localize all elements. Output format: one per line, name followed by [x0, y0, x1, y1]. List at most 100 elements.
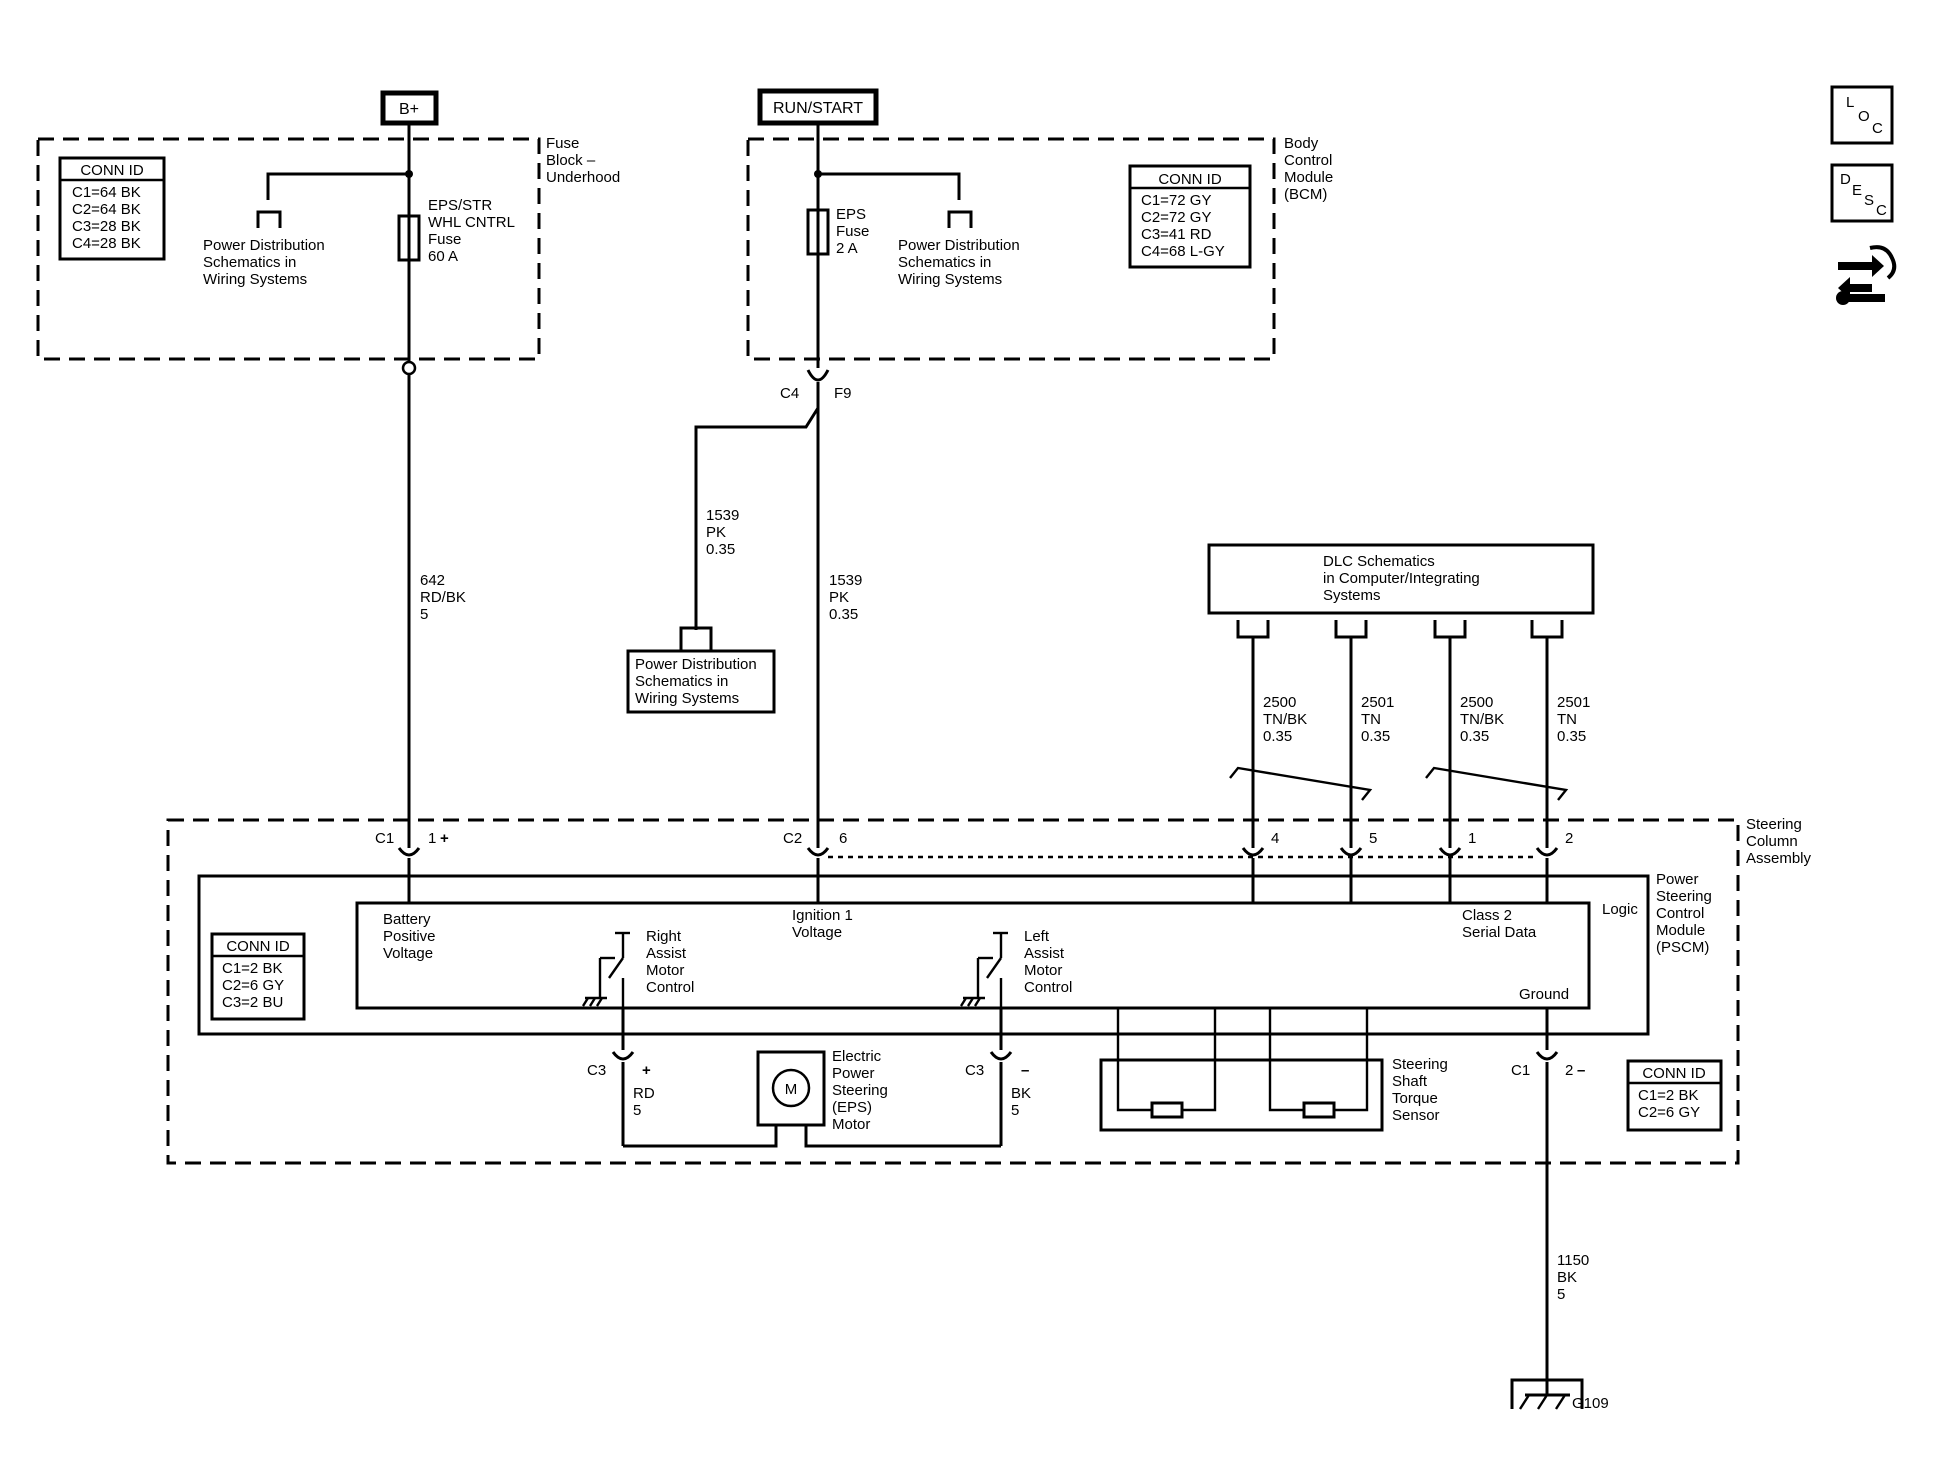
- ground-conn-id-table: CONN ID C1=2 BK C2=6 GY: [1626, 1059, 1723, 1132]
- conn-id-row: C4=28 BK: [72, 235, 141, 252]
- minus-sign-icon: –: [1021, 1062, 1029, 1079]
- motor-label-2: Power: [832, 1065, 875, 1082]
- fuse-60a-label-3: Fuse: [428, 231, 461, 248]
- torque-sensor-1: Steering: [1392, 1056, 1448, 1073]
- steering-column-title-2: Column: [1746, 833, 1798, 850]
- connector-f9-label: F9: [834, 385, 852, 402]
- fuse-block-ref-2: Schematics in: [203, 254, 296, 271]
- pscm-title-4: Module: [1656, 922, 1705, 939]
- conn-id-row: C3=28 BK: [72, 218, 141, 235]
- dlc-terminal-icon: [1334, 620, 1368, 639]
- conn-id-header: CONN ID: [80, 162, 144, 179]
- pscm-logic-label: Logic: [1602, 901, 1638, 918]
- pscm-title-1: Power: [1656, 871, 1699, 888]
- bcm-ref-3: Wiring Systems: [898, 271, 1002, 288]
- wire-1150-circuit: 1150: [1557, 1252, 1589, 1269]
- wire-1539-gauge: 0.35: [829, 606, 858, 623]
- conn-id-row: C2=6 GY: [1638, 1104, 1700, 1121]
- connector-c3-pos-label: C3: [587, 1062, 606, 1079]
- motor-pos-wire-gauge: 5: [633, 1102, 641, 1119]
- connector-pin-2: [1535, 847, 1559, 857]
- ref-connector-icon: [947, 210, 973, 228]
- battery-voltage-2: Positive: [383, 928, 436, 945]
- ignition-voltage-2: Voltage: [792, 924, 842, 941]
- conn-id-row: C1=2 BK: [1638, 1087, 1698, 1104]
- twisted-pair-marker: [1425, 766, 1569, 801]
- fuse-block-conn-id-table: CONN ID C1=64 BK C2=64 BK C3=28 BK C4=28…: [58, 156, 166, 261]
- pscm-ground-label: Ground: [1519, 986, 1569, 1003]
- fuse-60a-label-1: EPS/STR: [428, 197, 492, 214]
- branch-ref-2: Schematics in: [635, 673, 728, 690]
- fuse-60a-label-2: WHL CNTRL: [428, 214, 515, 231]
- wire-642-gauge: 5: [420, 606, 428, 623]
- torque-sensor-2: Shaft: [1392, 1073, 1428, 1090]
- right-assist-4: Control: [646, 979, 694, 996]
- wire-1539-branch-gauge: 0.35: [706, 541, 735, 558]
- pscm-boundary: [197, 874, 1650, 1036]
- bcm-title-4: (BCM): [1284, 186, 1327, 203]
- desc-button[interactable]: D E S C: [1830, 163, 1894, 223]
- branch-ref-1: Power Distribution: [635, 656, 757, 673]
- connector-c2: [806, 847, 830, 857]
- desc-letter: E: [1852, 182, 1862, 199]
- connector-c3-neg-label: C3: [965, 1062, 984, 1079]
- ignition-source-label: RUN/START: [773, 100, 863, 117]
- wire-2501-a-color: TN: [1361, 711, 1381, 728]
- motor-label-3: Steering: [832, 1082, 888, 1099]
- ignition-source: RUN/START: [757, 88, 879, 126]
- connector-c2-pin: 6: [839, 830, 847, 847]
- wire-2501-a-gauge: 0.35: [1361, 728, 1390, 745]
- fuse-2a-label-1: EPS: [836, 206, 866, 223]
- connector-c3-neg: [989, 1051, 1013, 1061]
- connector-repair-icon[interactable]: [1836, 245, 1897, 305]
- connector-pin-4-label: 4: [1271, 830, 1279, 847]
- torque-sensor-3: Torque: [1392, 1090, 1438, 1107]
- fuse-block-ref-1: Power Distribution: [203, 237, 325, 254]
- wire-2501-a-circuit: 2501: [1361, 694, 1394, 711]
- wire-1150-gauge: 5: [1557, 1286, 1565, 1303]
- conn-id-row: C1=64 BK: [72, 184, 141, 201]
- left-assist-switch-icon: [959, 931, 1008, 1008]
- right-assist-switch-icon: [581, 931, 630, 1008]
- plus-sign-icon: +: [642, 1062, 651, 1079]
- wire-642-circuit: 642: [420, 572, 445, 589]
- left-assist-1: Left: [1024, 928, 1050, 945]
- connector-c1-ground: [1535, 1051, 1559, 1061]
- conn-id-row: C1=72 GY: [1141, 192, 1211, 209]
- wire-1539-color: PK: [829, 589, 849, 606]
- battery-voltage-1: Battery: [383, 911, 431, 928]
- bcm-title-1: Body: [1284, 135, 1319, 152]
- torque-sensor-symbol: [1099, 1008, 1384, 1132]
- pscm-logic-box: [355, 901, 1591, 1010]
- loc-button[interactable]: L O C: [1830, 85, 1894, 145]
- pscm-title-5: (PSCM): [1656, 939, 1709, 956]
- splice-terminal: [401, 360, 417, 376]
- wire-2500-a-circuit: 2500: [1263, 694, 1296, 711]
- wire-642-color: RD/BK: [420, 589, 466, 606]
- pscm-conn-id-table: CONN ID C1=2 BK C2=6 GY C3=2 BU: [210, 932, 306, 1021]
- loc-letter: C: [1872, 120, 1883, 137]
- connector-c1-ground-pin: 2: [1565, 1062, 1573, 1079]
- conn-id-row: C2=64 BK: [72, 201, 141, 218]
- right-assist-3: Motor: [646, 962, 684, 979]
- connector-c3-pos: [611, 1051, 635, 1061]
- conn-id-header: CONN ID: [1158, 171, 1222, 188]
- wire-1150-color: BK: [1557, 1269, 1577, 1286]
- left-assist-2: Assist: [1024, 945, 1065, 962]
- motor-icon: [771, 1068, 811, 1108]
- connector-c2-label: C2: [783, 830, 802, 847]
- desc-letter: C: [1876, 202, 1887, 219]
- bcm-ref-2: Schematics in: [898, 254, 991, 271]
- fuse-2a-label-3: 2 A: [836, 240, 858, 257]
- conn-id-header: CONN ID: [1642, 1065, 1706, 1082]
- motor-neg-wire-color: BK: [1011, 1085, 1031, 1102]
- ref-connector-icon: [256, 210, 282, 228]
- fuse-block-title-1: Fuse: [546, 135, 579, 152]
- wire-1539-branch-circuit: 1539: [706, 507, 739, 524]
- connector-c1-ground-label: C1: [1511, 1062, 1530, 1079]
- conn-id-row: C1=2 BK: [222, 960, 282, 977]
- battery-source-label: B+: [399, 101, 419, 118]
- ignition-voltage-1: Ignition 1: [792, 907, 853, 924]
- desc-letter: D: [1840, 171, 1851, 188]
